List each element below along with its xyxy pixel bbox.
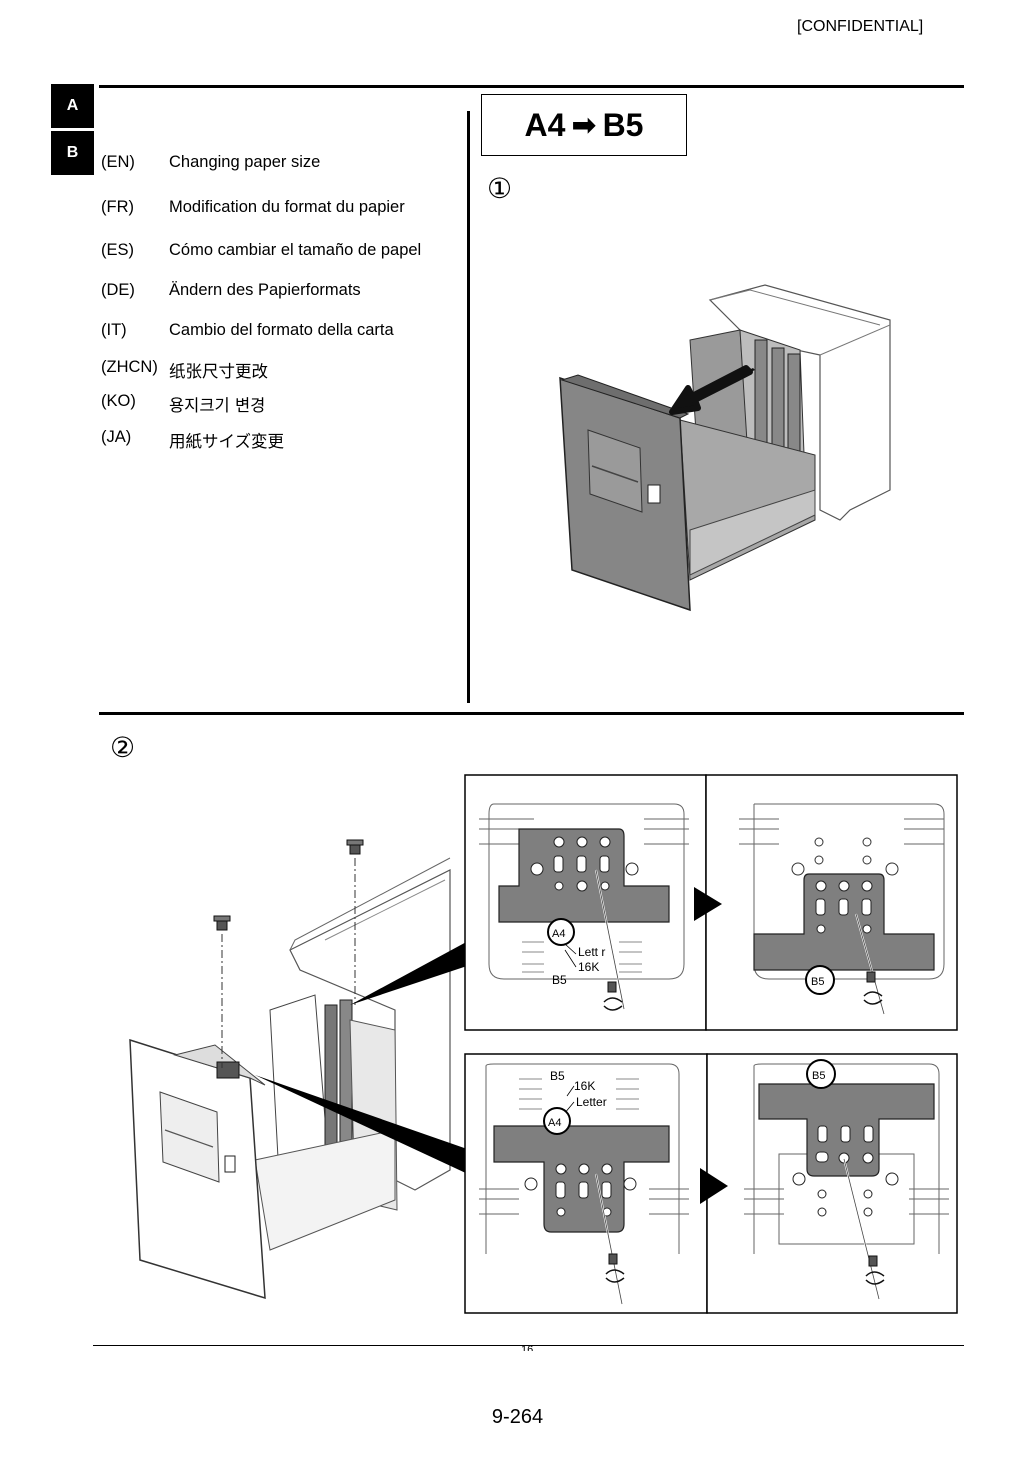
- small-page-mark: 16: [521, 1345, 534, 1351]
- page-number: 9-264: [491, 1406, 544, 1428]
- lang-title: Changing paper size: [169, 153, 321, 171]
- drawer-guide-screws-illustration: [129, 839, 470, 1300]
- svg-text:Letter: Letter: [576, 1095, 607, 1109]
- lang-code: (KO): [101, 392, 136, 410]
- svg-text:16K: 16K: [574, 1079, 595, 1093]
- panel-top-left: [479, 803, 689, 980]
- lang-code: (FR): [101, 198, 134, 216]
- svg-text:A4: A4: [552, 928, 565, 940]
- step-1-marker: ①: [487, 173, 513, 204]
- vertical-divider: [467, 111, 470, 703]
- screw-icon: [605, 1253, 625, 1283]
- side-tab-a: A: [51, 84, 94, 128]
- lang-title: 用紙サイズ変更: [169, 432, 285, 451]
- right-arrow-icon: ➡: [571, 108, 597, 142]
- lang-title: Cambio del formato della carta: [169, 321, 394, 339]
- middle-rule: [99, 712, 964, 715]
- size-to: B5: [602, 106, 644, 143]
- size-from: A4: [524, 106, 566, 143]
- svg-text:16K: 16K: [578, 960, 599, 974]
- bottom-rule: [93, 1345, 964, 1346]
- lang-title: Ändern des Papierformats: [169, 281, 361, 299]
- guide-plate-detail-panels: A4 Lett r 16K B5 B5: [464, 774, 958, 1314]
- side-tab-b: B: [51, 131, 94, 175]
- svg-text:B5: B5: [812, 1070, 825, 1082]
- svg-text:Lett r: Lett r: [578, 945, 605, 959]
- screw-icon: [603, 981, 623, 1011]
- lang-code: (ES): [101, 241, 134, 259]
- svg-text:B5: B5: [811, 976, 824, 988]
- top-rule: [99, 85, 964, 88]
- drawer-pull-illustration: [559, 284, 891, 612]
- lang-code: (IT): [101, 321, 127, 339]
- lang-title: 纸张尺寸更改: [169, 362, 268, 381]
- confidential-label: [CONFIDENTIAL]: [797, 18, 924, 35]
- svg-text:B5: B5: [552, 973, 567, 987]
- lang-code: (ZHCN): [101, 358, 158, 376]
- lang-code: (JA): [101, 428, 132, 446]
- lang-title: Modification du format du papier: [169, 198, 405, 216]
- lang-code: (DE): [101, 281, 135, 299]
- svg-text:A4: A4: [548, 1117, 561, 1129]
- svg-text:B5: B5: [550, 1069, 565, 1083]
- screw-icon: [865, 1255, 885, 1285]
- lang-title: Cómo cambiar el tamaño de papel: [169, 241, 422, 259]
- lang-title: 용지크기 변경: [169, 396, 266, 415]
- size-change-box: A4 ➡ B5: [481, 94, 687, 156]
- lang-code: (EN): [101, 153, 135, 171]
- screw-icon: [863, 971, 883, 1005]
- step-2-marker: ②: [110, 732, 136, 763]
